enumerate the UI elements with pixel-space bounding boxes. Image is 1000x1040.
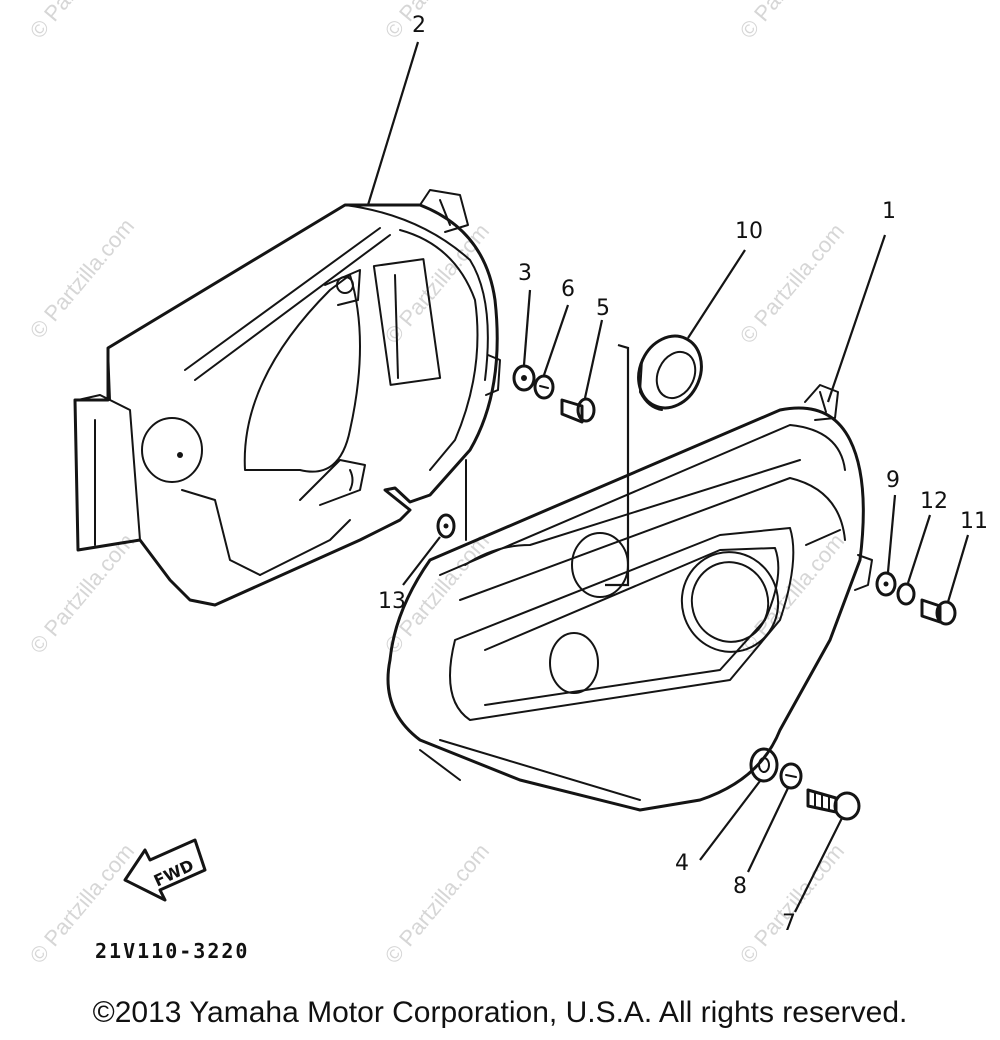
callout-13: 13: [378, 589, 406, 614]
callout-3: 3: [518, 261, 532, 286]
fwd-arrow-icon: FWD: [123, 838, 207, 902]
grommet-part-10: [637, 249, 746, 411]
inner-cover-part-2: [73, 189, 501, 607]
callout-10: 10: [735, 219, 763, 244]
washer-part-13: [402, 513, 456, 586]
callout-labels: 1 2 3 4 5 6 7 8 9 10 11 12 13: [378, 13, 988, 936]
outer-cover-part-1: [386, 384, 873, 812]
leader-line: [826, 234, 887, 403]
exploded-view: © Partzilla.com © Partzilla.com © Partzi…: [25, 0, 988, 969]
fastener-set-upper: [512, 289, 604, 424]
callout-4: 4: [675, 851, 689, 876]
callout-2: 2: [412, 13, 426, 38]
watermark: © Partzilla.com: [380, 0, 494, 43]
callout-9: 9: [886, 468, 900, 493]
callout-5: 5: [596, 296, 610, 321]
copyright-notice: ©2013 Yamaha Motor Corporation, U.S.A. A…: [92, 996, 908, 1029]
watermark: © Partzilla.com: [25, 0, 139, 43]
callout-6: 6: [561, 277, 575, 302]
reference-code: 21V110-3220: [95, 939, 249, 963]
watermark: © Partzilla.com: [735, 0, 849, 43]
callout-8: 8: [733, 874, 747, 899]
callout-7: 7: [782, 911, 796, 936]
watermark: © Partzilla.com: [380, 839, 494, 969]
leader-line: [605, 343, 630, 587]
watermark: © Partzilla.com: [735, 839, 849, 969]
leader-line: [366, 41, 420, 206]
watermark: © Partzilla.com: [25, 214, 139, 344]
fastener-set-right: [875, 494, 970, 626]
callout-12: 12: [920, 489, 948, 514]
callout-11: 11: [960, 509, 988, 534]
fastener-set-lower: [699, 747, 861, 913]
callout-1: 1: [882, 199, 896, 224]
